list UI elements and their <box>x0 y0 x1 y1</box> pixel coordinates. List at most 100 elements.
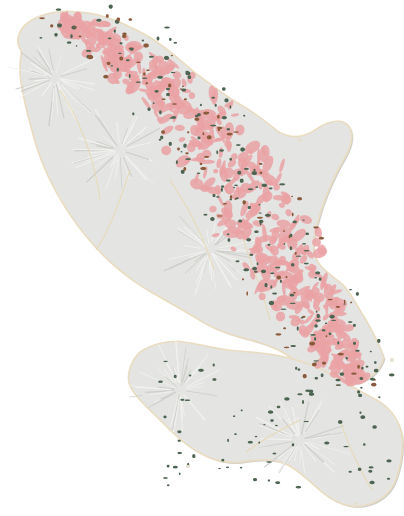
land-cover-pink-patch <box>224 139 232 149</box>
land-cover-speck <box>128 18 133 21</box>
land-cover-pink-patch <box>297 247 308 255</box>
land-cover-pink-patch <box>321 324 332 335</box>
land-cover-pink-patch <box>334 344 344 350</box>
relief-line <box>55 54 62 74</box>
relief-line <box>193 253 206 263</box>
relief-line <box>23 79 48 89</box>
land-cover-speck-south <box>357 467 362 471</box>
land-cover-speck-south <box>173 374 177 379</box>
land-cover-layer <box>39 4 395 489</box>
relief-line <box>218 238 260 249</box>
land-cover-speck <box>168 141 172 146</box>
land-cover-speck <box>199 103 202 107</box>
land-cover-speck <box>235 197 239 200</box>
land-cover-speck-south <box>275 424 278 427</box>
land-cover-speck <box>350 301 353 304</box>
land-cover-pink-patch <box>62 19 76 28</box>
land-cover-speck <box>322 361 326 365</box>
land-cover-pink-patch <box>245 208 258 219</box>
land-cover-speck <box>318 277 322 281</box>
relief-line <box>258 422 295 439</box>
land-cover-pink-patch <box>70 22 82 38</box>
relief-line <box>109 153 119 168</box>
relief-line <box>259 440 293 448</box>
land-cover-speck <box>264 213 271 217</box>
land-cover-speck <box>315 271 321 275</box>
land-cover-speck-south <box>335 378 341 382</box>
land-cover-speck <box>285 275 288 279</box>
land-cover-speck-south <box>266 461 272 463</box>
land-cover-speck <box>96 18 102 22</box>
relief-line <box>185 390 218 397</box>
land-cover-pink-patch <box>227 159 237 168</box>
land-cover-speck-south <box>291 443 295 447</box>
relief-layer <box>7 46 373 491</box>
land-cover-speck-south <box>369 480 375 485</box>
land-cover-speck-south <box>178 472 181 476</box>
river-line <box>339 419 373 491</box>
land-cover-pink-patch <box>136 57 142 75</box>
land-cover-pink-patch <box>249 202 257 209</box>
land-cover-speck <box>365 365 369 368</box>
land-cover-speck <box>171 116 177 119</box>
land-cover-speck <box>357 364 360 369</box>
land-cover-speck-south <box>303 420 309 423</box>
land-cover-speck <box>73 26 77 28</box>
land-cover-speck <box>170 54 173 57</box>
land-cover-speck <box>349 289 352 291</box>
land-cover-speck <box>217 127 221 132</box>
land-cover-speck <box>261 183 268 187</box>
relief-line <box>20 79 50 93</box>
land-cover-speck <box>226 132 233 136</box>
land-cover-pink-patch <box>338 360 347 369</box>
land-cover-pink-patch <box>186 142 196 153</box>
relief-line <box>168 250 205 260</box>
land-cover-speck <box>343 303 346 305</box>
relief-line <box>258 424 294 439</box>
land-cover-pink-patch <box>258 283 265 292</box>
land-cover-pink-patch <box>300 301 310 309</box>
land-cover-speck-south <box>188 374 192 377</box>
land-cover-speck <box>235 260 240 263</box>
relief-line <box>28 77 51 80</box>
land-cover-speck-south <box>180 398 185 401</box>
land-cover-speck <box>129 47 134 51</box>
land-cover-speck <box>335 305 340 308</box>
land-cover-speck <box>302 219 305 221</box>
land-cover-speck <box>252 266 257 271</box>
land-cover-pink-patch <box>213 168 219 174</box>
land-cover-pink-patch <box>223 177 238 190</box>
land-cover-pink-patch <box>94 46 102 53</box>
land-cover-speck <box>71 25 77 30</box>
relief-line <box>309 435 332 439</box>
relief-line <box>195 258 208 285</box>
land-cover-pink-patch <box>245 168 256 184</box>
relief-line <box>94 152 116 168</box>
land-cover-pink-patch <box>215 125 225 138</box>
land-cover-speck-south <box>198 368 204 372</box>
land-cover-speck <box>172 103 177 105</box>
land-cover-pink-patch <box>258 182 263 190</box>
land-cover-speck-south <box>263 424 266 426</box>
land-cover-speck-south <box>297 368 301 371</box>
land-cover-speck <box>160 135 164 140</box>
land-cover-speck-south <box>240 409 243 412</box>
land-cover-speck-south <box>254 435 258 438</box>
land-cover-speck <box>308 392 315 396</box>
relief-line <box>20 51 51 75</box>
land-cover-speck <box>314 324 318 328</box>
relief-line <box>48 48 54 71</box>
land-cover-pink-patch <box>108 38 122 48</box>
land-cover-pink-patch <box>211 233 220 238</box>
relief-line <box>183 226 206 247</box>
land-cover-speck <box>116 67 120 72</box>
relief-line <box>278 443 298 474</box>
land-cover-pink-patch <box>254 245 264 254</box>
land-cover-pink-patch <box>222 229 239 238</box>
land-cover-pink-patch <box>349 353 357 361</box>
land-cover-pink-patch <box>98 41 107 46</box>
land-cover-pink-patch <box>235 186 242 196</box>
land-cover-speck <box>292 220 297 224</box>
relief-line <box>62 57 97 75</box>
